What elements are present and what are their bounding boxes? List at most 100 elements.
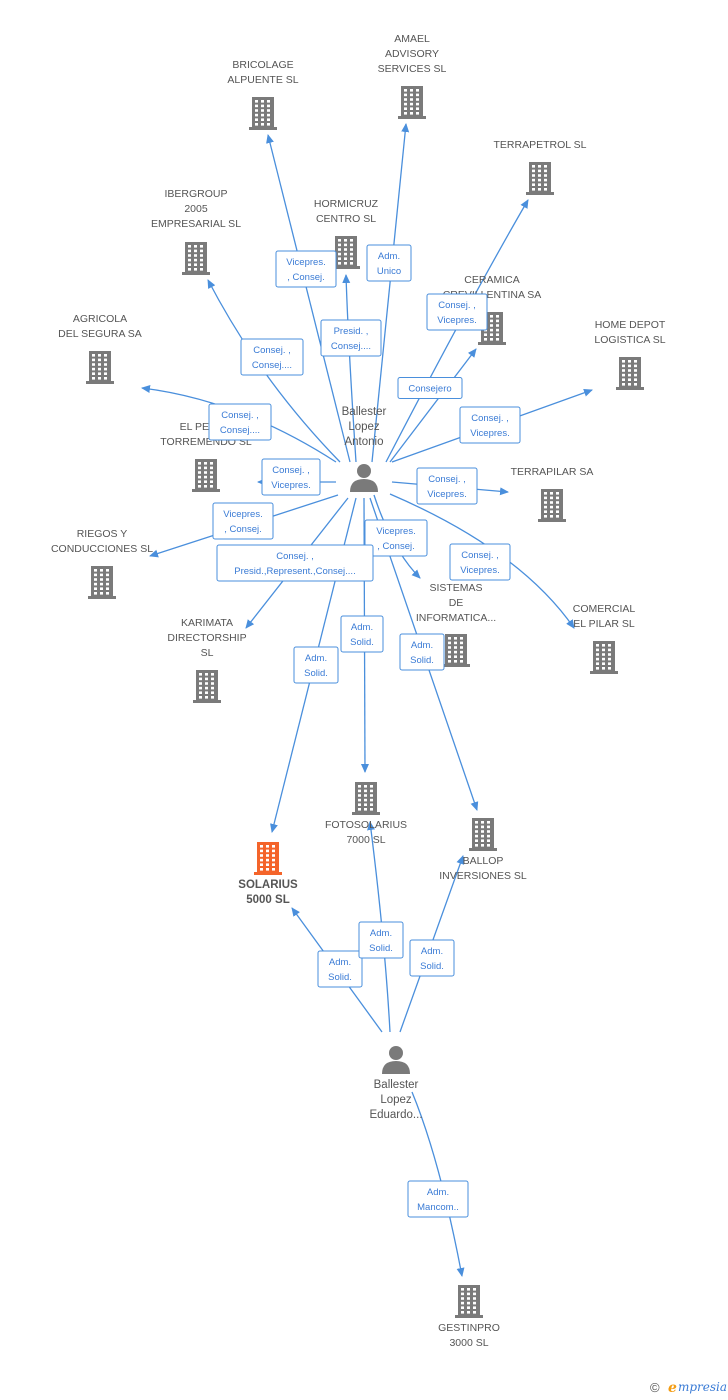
- role-box-antonio-homedepot[interactable]: Consej. ,Vicepres.: [459, 406, 521, 444]
- edge-antonio-hormicruz: [342, 274, 357, 463]
- node-label-line: RIEGOS Y: [77, 528, 128, 540]
- edge-antonio-bricolage: [266, 134, 351, 463]
- company-terrapilar[interactable]: TERRAPILAR SA: [511, 466, 594, 522]
- role-box-eduardo-solarius[interactable]: Adm.Solid.: [317, 950, 363, 988]
- node-label-line: Lopez: [380, 1094, 412, 1106]
- role-label: Consej. ,: [471, 413, 509, 424]
- role-box-frame: [459, 406, 521, 444]
- company-solarius[interactable]: SOLARIUS 5000 SL: [238, 842, 298, 906]
- role-box-frame: [399, 633, 445, 671]
- node-label-line: 7000 SL: [346, 834, 385, 846]
- node-label-line: 5000 SL: [246, 894, 289, 906]
- role-box-antonio-comercial[interactable]: Consej. ,Vicepres.: [449, 543, 511, 581]
- role-label: Mancom..: [417, 1202, 459, 1213]
- role-label: Consej....: [252, 360, 292, 371]
- role-label: Solid.: [410, 655, 434, 666]
- role-label: Consej. ,: [221, 410, 259, 421]
- building-icon: [526, 162, 554, 195]
- role-box-antonio-fotosolarius[interactable]: Adm. Solid.: [340, 615, 384, 653]
- node-label-line: COMERCIAL: [573, 603, 636, 615]
- company-riegos[interactable]: RIEGOS Y CONDUCCIONES SL: [51, 528, 153, 599]
- role-box-eduardo-fotosolarius[interactable]: Adm. Solid.: [358, 921, 404, 959]
- node-label-line: 3000 SL: [449, 1337, 488, 1349]
- role-label: Adm.: [351, 622, 373, 633]
- role-box-antonio-riegos[interactable]: Vicepres., Consej.: [212, 502, 274, 540]
- role-box-antonio-hormicruz[interactable]: Presid. ,Consej....: [320, 319, 382, 357]
- company-comercial[interactable]: COMERCIAL EL PILAR SL: [573, 603, 636, 674]
- role-box-antonio-amael[interactable]: Adm. Unico: [366, 244, 412, 282]
- edge-eduardo-gestinpro: [411, 1091, 465, 1277]
- role-label: Unico: [377, 266, 401, 277]
- role-label: Adm.: [411, 640, 433, 651]
- role-box-frame: [366, 244, 412, 282]
- role-label: Vicepres.: [271, 480, 310, 491]
- company-sistemas[interactable]: SISTEMASDEINFORMATICA...: [416, 582, 496, 667]
- node-label-line: DE: [449, 597, 464, 609]
- node-label-line: TERRAPETROL SL: [494, 139, 587, 151]
- role-box-eduardo-ballop[interactable]: Adm. Solid.: [409, 939, 455, 977]
- node-label-line: IBERGROUP: [164, 188, 227, 200]
- role-box-antonio-sistemas[interactable]: Vicepres., Consej.: [364, 519, 428, 557]
- role-box-frame: [426, 293, 488, 331]
- role-box-antonio-ballop[interactable]: Adm. Solid.: [399, 633, 445, 671]
- role-label: , Consej.: [224, 524, 262, 535]
- node-label-line: SOLARIUS: [238, 879, 298, 891]
- role-box-antonio-ceramica[interactable]: Consejero: [397, 377, 463, 399]
- brand-initial: e: [668, 1380, 677, 1396]
- role-label: Adm.: [370, 928, 392, 939]
- role-label: Adm.: [421, 946, 443, 957]
- role-box-antonio-agricola[interactable]: Consej. ,Consej....: [208, 403, 272, 441]
- role-label: Vicepres.: [376, 526, 415, 537]
- role-box-eduardo-gestinpro[interactable]: Adm. Mancom..: [407, 1180, 469, 1218]
- role-box-antonio-karimata[interactable]: Consej. ,Presid.,Represent.,Consej....: [216, 544, 374, 582]
- role-label: Solid.: [420, 961, 444, 972]
- role-box-frame: [261, 458, 321, 496]
- node-label-line: INFORMATICA...: [416, 612, 496, 624]
- company-terrapetrol[interactable]: TERRAPETROL SL: [494, 139, 587, 195]
- node-label-line: CONDUCCIONES SL: [51, 543, 153, 555]
- role-box-antonio-solarius[interactable]: Adm.Solid.: [293, 646, 339, 684]
- role-box-frame: [212, 502, 274, 540]
- company-gestinpro[interactable]: GESTINPRO 3000 SL: [438, 1285, 500, 1349]
- node-label-line: DIRECTORSHIP: [167, 632, 246, 644]
- person-icon: [382, 1046, 410, 1074]
- role-label: , Consej.: [287, 272, 325, 283]
- node-label-line: SL: [201, 647, 214, 659]
- building-icon: [616, 357, 644, 390]
- role-label: Adm.: [378, 251, 400, 262]
- role-label: Solid.: [350, 637, 374, 648]
- node-label-line: KARIMATA: [181, 617, 233, 629]
- role-box-antonio-ibergroup[interactable]: Consej. ,Consej....: [240, 338, 304, 376]
- building-icon: [538, 489, 566, 522]
- role-label: Consej. ,: [276, 551, 314, 562]
- building-icon: [182, 242, 210, 275]
- role-box-frame: [320, 319, 382, 357]
- role-label: Adm.: [329, 957, 351, 968]
- building-icon: [254, 842, 282, 875]
- company-karimata[interactable]: KARIMATA DIRECTORSHIP SL: [167, 617, 247, 703]
- role-label: Solid.: [369, 943, 393, 954]
- role-box-antonio-terrapilar[interactable]: Consej. ,Vicepres.: [416, 467, 478, 505]
- role-label: Adm.: [427, 1187, 449, 1198]
- role-box-antonio-elpenon[interactable]: Consej. ,Vicepres.: [261, 458, 321, 496]
- node-label-line: CENTRO SL: [316, 213, 376, 225]
- role-box-frame: [407, 1180, 469, 1218]
- role-label: Consej....: [331, 341, 371, 352]
- role-box-antonio-bricolage[interactable]: Vicepres., Consej.: [275, 250, 337, 288]
- node-label-line: EL PILAR SL: [573, 618, 635, 630]
- node-label-line: GESTINPRO: [438, 1322, 500, 1334]
- role-box-antonio-terrapetrol[interactable]: Consej. ,Vicepres.: [426, 293, 488, 331]
- person-eduardo[interactable]: BallesterLopezEduardo...: [369, 1046, 423, 1121]
